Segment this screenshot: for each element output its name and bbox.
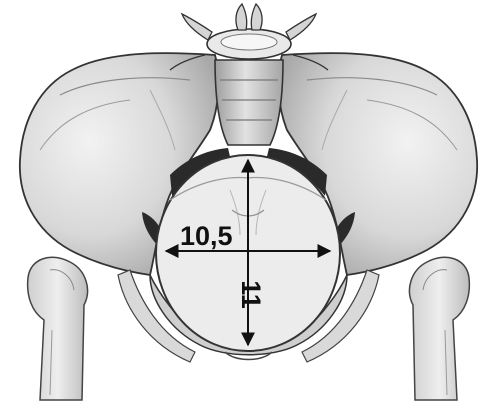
right-femur	[409, 257, 469, 400]
sacrum-and-vertebra	[207, 29, 291, 145]
conjugate-diameter-label: 11	[237, 280, 264, 309]
left-femur	[28, 257, 88, 400]
transverse-diameter-label: 10,5	[180, 223, 233, 250]
